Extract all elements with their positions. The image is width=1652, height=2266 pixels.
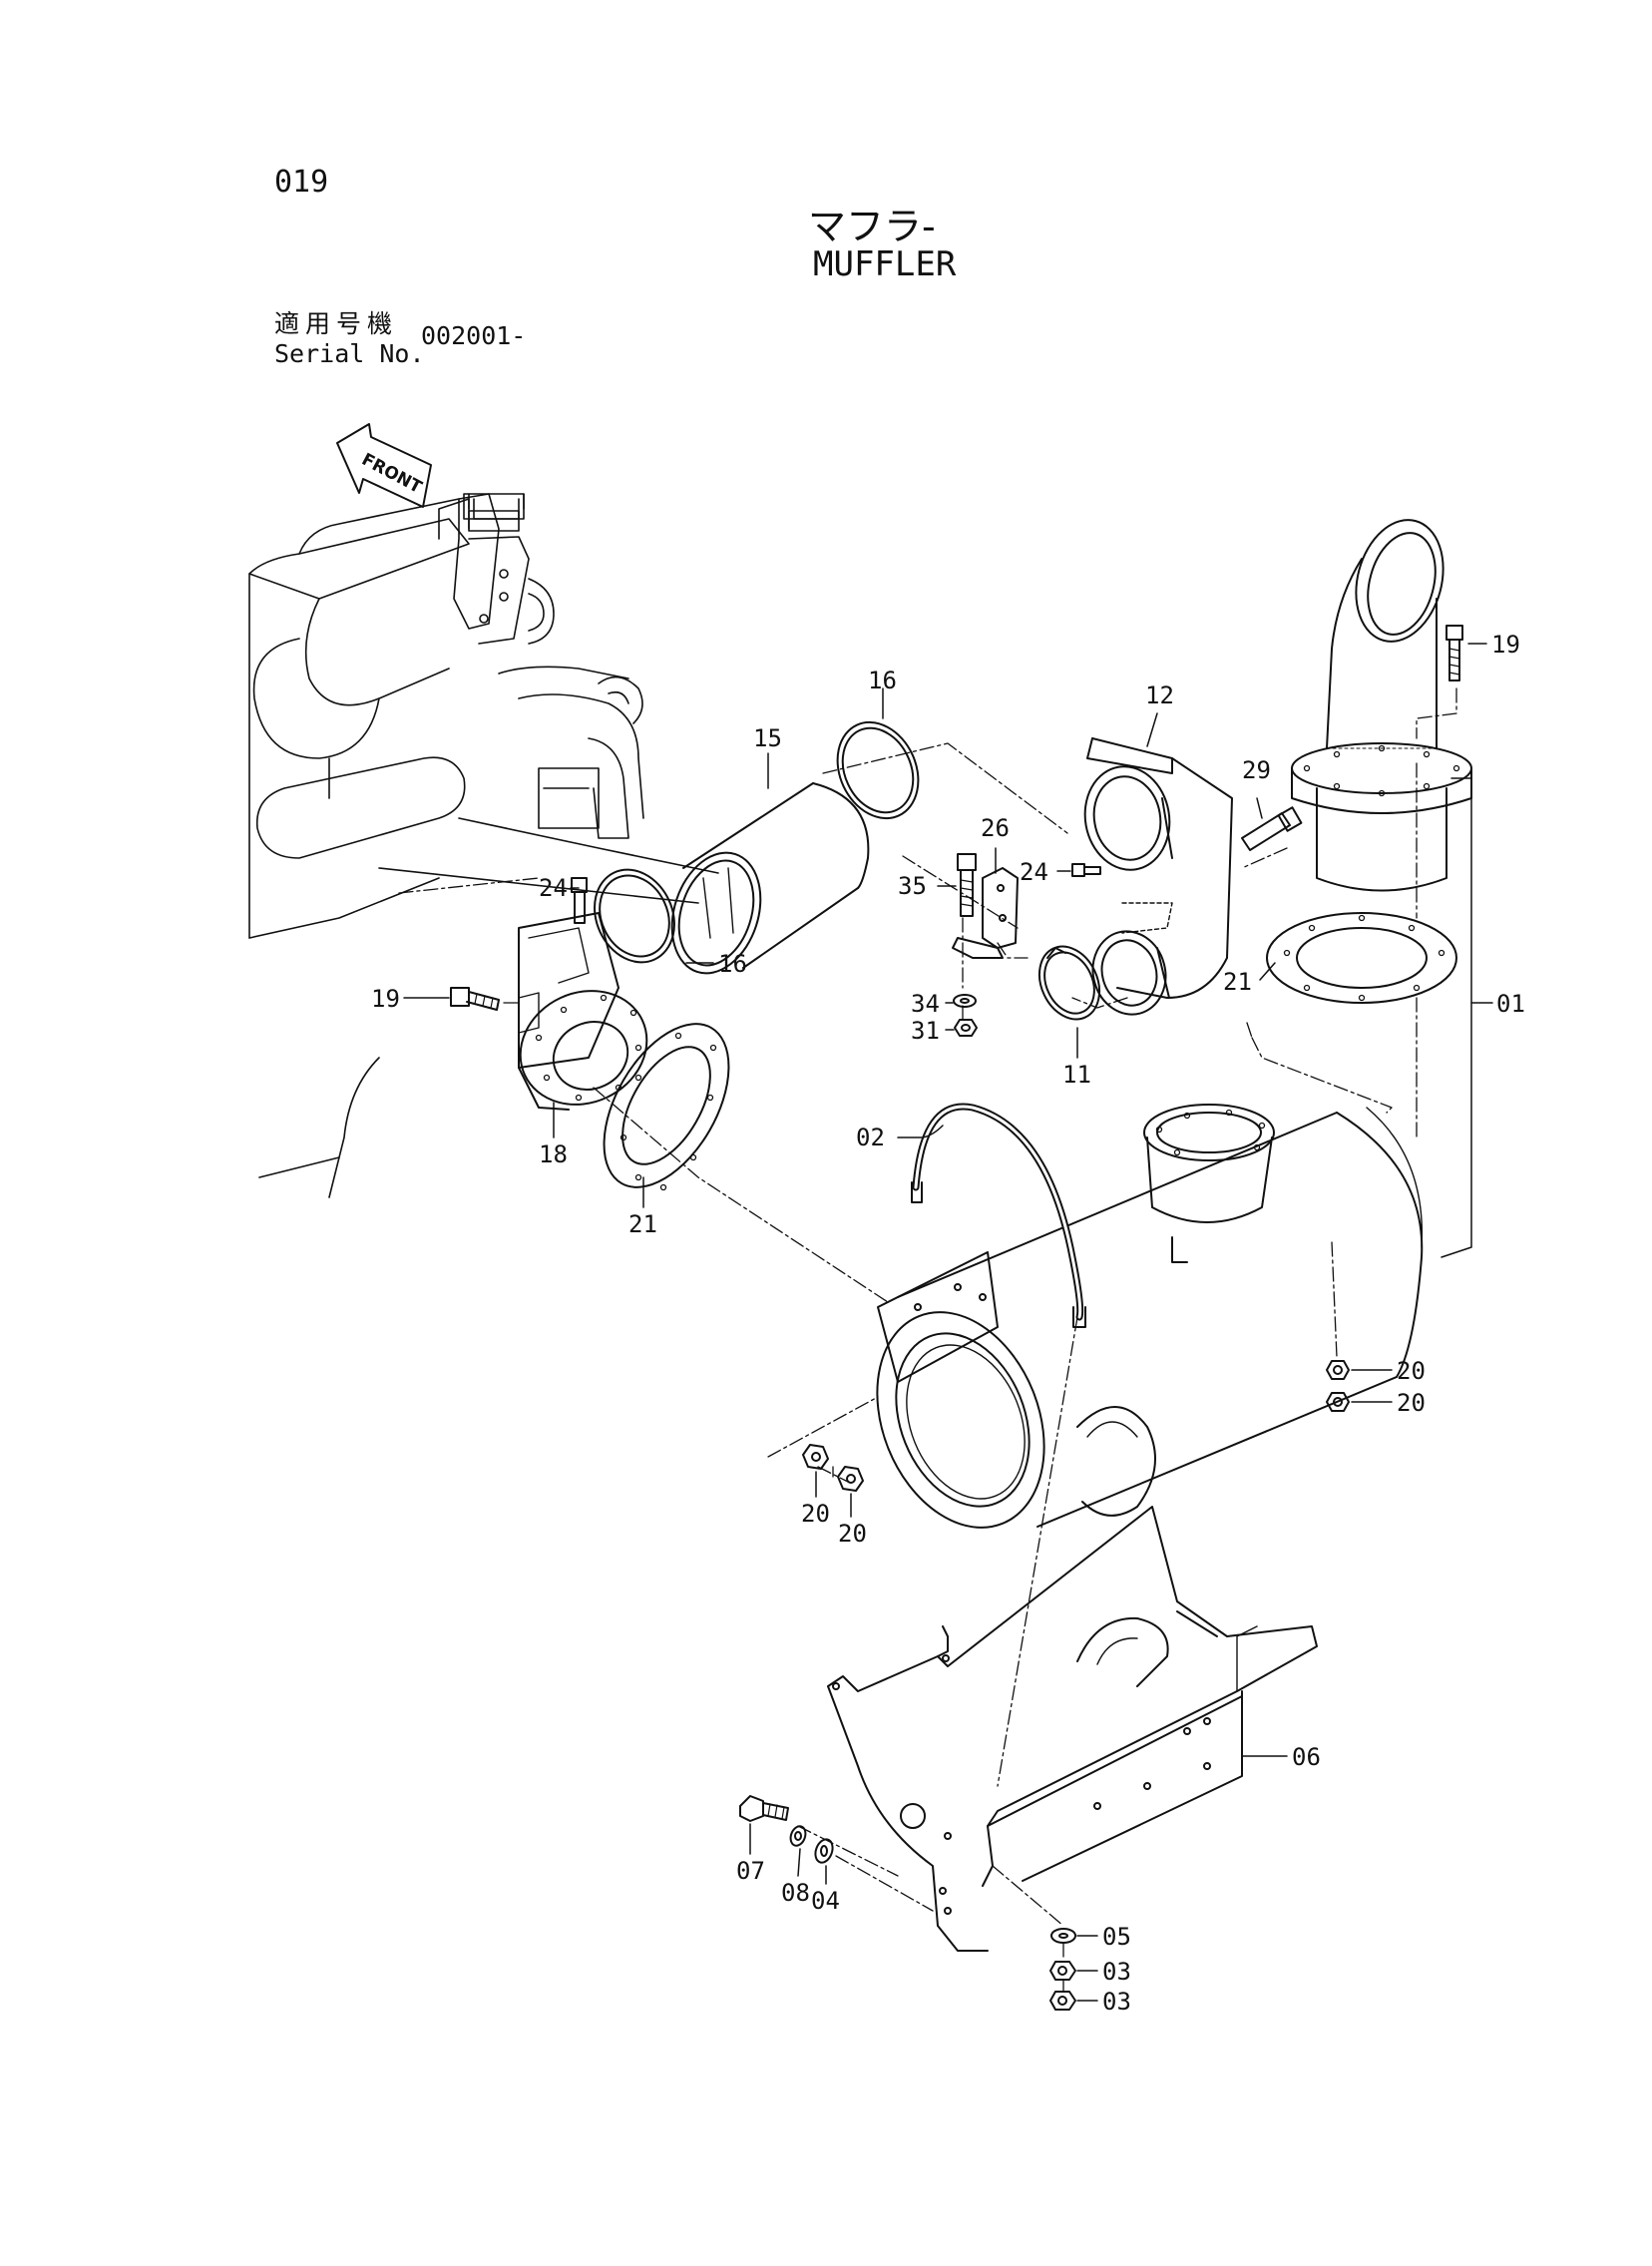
fastener-bolt-24-upper [1071, 863, 1101, 877]
callout-31: 31 [911, 1017, 940, 1045]
callout-20-r1: 20 [1397, 1357, 1426, 1385]
callout-19-left: 19 [371, 985, 400, 1013]
part-26-bracket [952, 867, 1019, 959]
part-15-exhaust-pipe [670, 782, 870, 975]
part-01-tail-pipe [1291, 519, 1472, 892]
part-21-gasket-left [603, 1023, 730, 1191]
callout-05: 05 [1102, 1923, 1131, 1951]
fastener-bolt-29 [1241, 806, 1303, 851]
fastener-nut-03-lower [1049, 1991, 1076, 2011]
callout-12: 12 [1145, 681, 1174, 709]
fastener-nut-20-r1 [1326, 1360, 1350, 1380]
fastener-bolt-19-left [450, 987, 500, 1011]
callout-03-lower: 03 [1102, 1988, 1131, 2016]
callout-03-upper: 03 [1102, 1958, 1131, 1986]
fastener-nut-31 [954, 1019, 978, 1037]
part-01-muffler-body [876, 1104, 1424, 1529]
leader-lines [403, 643, 1493, 2002]
part-21-gasket-right [1266, 912, 1457, 1004]
callout-29: 29 [1242, 756, 1271, 784]
fastener-washer-34 [953, 994, 977, 1008]
callout-20-l1: 20 [801, 1500, 830, 1528]
callout-21-right: 21 [1223, 968, 1252, 996]
part-12-exhaust-adapter [1083, 737, 1233, 1016]
fastener-bolt-19-top [1446, 625, 1463, 681]
callout-01: 01 [1496, 990, 1525, 1018]
fastener-nut-03-upper [1049, 1961, 1076, 1981]
fastener-nut-20-r2 [1326, 1392, 1350, 1412]
serial-label-english: Serial No. [274, 339, 425, 368]
callout-20-r2: 20 [1397, 1389, 1426, 1417]
front-arrow-icon: FRONT [336, 423, 432, 508]
callout-20-l2: 20 [838, 1520, 867, 1548]
callout-08: 08 [781, 1879, 810, 1907]
fastener-washer-08 [789, 1825, 807, 1847]
callout-24-lower: 24 [539, 874, 568, 902]
part-18-flange-adapter [518, 912, 648, 1111]
fastener-bolt-24-lower [571, 877, 588, 924]
part-16-seal-ring-upper [836, 720, 920, 820]
part-16-seal-ring-lower [594, 868, 675, 964]
callout-26: 26 [981, 814, 1010, 842]
callout-07: 07 [736, 1857, 765, 1885]
fastener-bolt-35 [957, 853, 977, 917]
title-english: MUFFLER [813, 244, 957, 284]
part-06-muffler-bracket [827, 1506, 1318, 1952]
callout-11: 11 [1062, 1061, 1091, 1089]
callout-15: 15 [753, 724, 782, 752]
callout-18: 18 [539, 1140, 568, 1168]
callout-19-top: 19 [1491, 631, 1520, 659]
fastener-washer-04 [814, 1838, 834, 1864]
serial-label-japanese: 適用号機 [274, 309, 399, 338]
callout-24-upper: 24 [1020, 858, 1048, 886]
fastener-bolt-07 [739, 1795, 789, 1822]
part-02-hose [911, 1103, 1086, 1328]
serial-number-value: 002001- [421, 321, 527, 350]
callout-21-left: 21 [628, 1210, 657, 1238]
callout-04: 04 [811, 1887, 840, 1915]
callout-16-top: 16 [868, 667, 897, 694]
fastener-nut-20-l1 [802, 1444, 829, 1470]
assembly-center-lines [398, 687, 1457, 1992]
fastener-washer-05 [1050, 1928, 1076, 1944]
callout-02: 02 [856, 1124, 885, 1151]
callout-16-lower: 16 [718, 950, 747, 978]
engine-assembly [248, 493, 719, 1198]
callout-06: 06 [1292, 1743, 1321, 1771]
part-11-clamp [1037, 945, 1101, 1021]
callout-35: 35 [898, 872, 927, 900]
callout-34: 34 [911, 990, 940, 1018]
title-japanese: マフラ- [808, 205, 936, 248]
page-number: 019 [274, 165, 329, 200]
fastener-nut-20-l2 [837, 1466, 864, 1492]
